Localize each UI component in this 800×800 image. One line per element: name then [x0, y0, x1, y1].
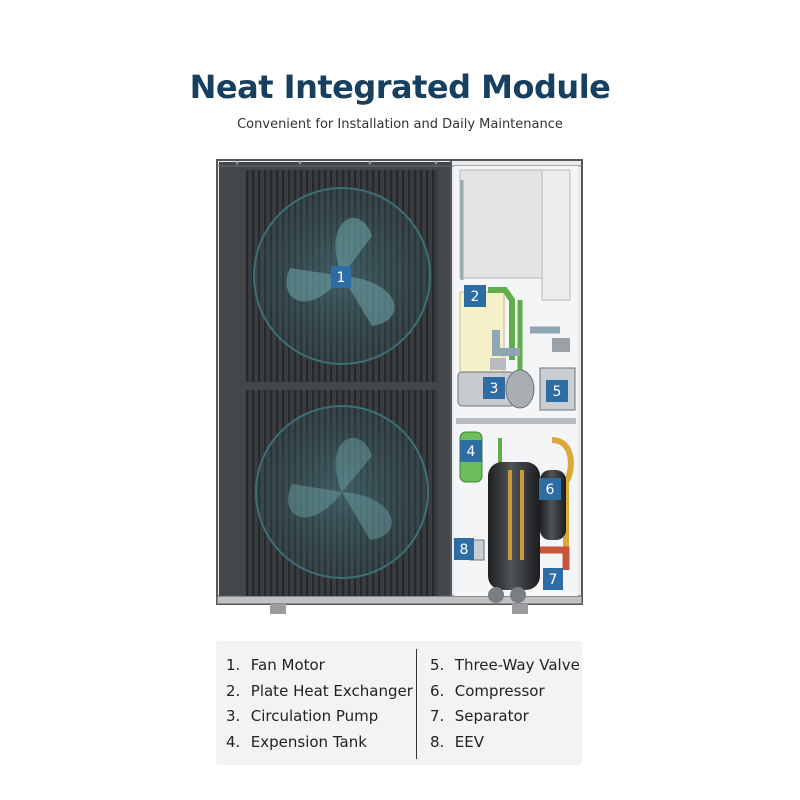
- svg-text:8: 8: [460, 542, 469, 558]
- svg-text:6: 6: [546, 482, 555, 498]
- svg-text:1: 1: [337, 270, 346, 286]
- marker-1: 1: [331, 266, 351, 288]
- legend-item: 6. Compressor: [430, 681, 545, 700]
- legend-item: 1. Fan Motor: [226, 656, 325, 674]
- fan-icon: [286, 217, 395, 326]
- legend-item: 3. Circulation Pump: [226, 707, 379, 726]
- heat-pump-unit: 1 2 3 4 5 6 7 8: [216, 159, 583, 614]
- marker-6: 6: [539, 478, 561, 500]
- legend-column-left: 1. Fan Motor 2. Plate Heat Exchanger 3. …: [226, 653, 413, 756]
- legend-column-right: 5. Three-Way Valve 6. Compressor 7. Sepa…: [430, 653, 580, 756]
- legend-item: 5. Three-Way Valve: [430, 656, 580, 674]
- marker-7: 7: [543, 568, 563, 590]
- marker-8: 8: [454, 538, 474, 560]
- marker-4: 4: [460, 440, 482, 462]
- component-bay: [454, 166, 578, 603]
- svg-text:5: 5: [553, 384, 562, 400]
- marker-5: 5: [546, 380, 568, 402]
- svg-text:3: 3: [490, 381, 499, 397]
- svg-text:2: 2: [471, 289, 480, 305]
- page-title: Neat Integrated Module: [189, 68, 611, 106]
- legend-item: 7. Separator: [430, 707, 529, 726]
- fan-bottom: [246, 390, 438, 596]
- legend-item: 8. EEV: [430, 733, 484, 752]
- svg-text:7: 7: [549, 572, 558, 588]
- legend-divider: [416, 649, 417, 759]
- marker-3: 3: [483, 377, 505, 399]
- compressor-icon: [488, 462, 540, 590]
- component-legend: 1. Fan Motor 2. Plate Heat Exchanger 3. …: [216, 641, 582, 765]
- marker-2: 2: [464, 285, 486, 307]
- legend-item: 4. Expension Tank: [226, 733, 367, 752]
- legend-item: 2. Plate Heat Exchanger: [226, 681, 413, 700]
- page-subtitle: Convenient for Installation and Daily Ma…: [237, 117, 563, 132]
- svg-text:4: 4: [467, 444, 476, 460]
